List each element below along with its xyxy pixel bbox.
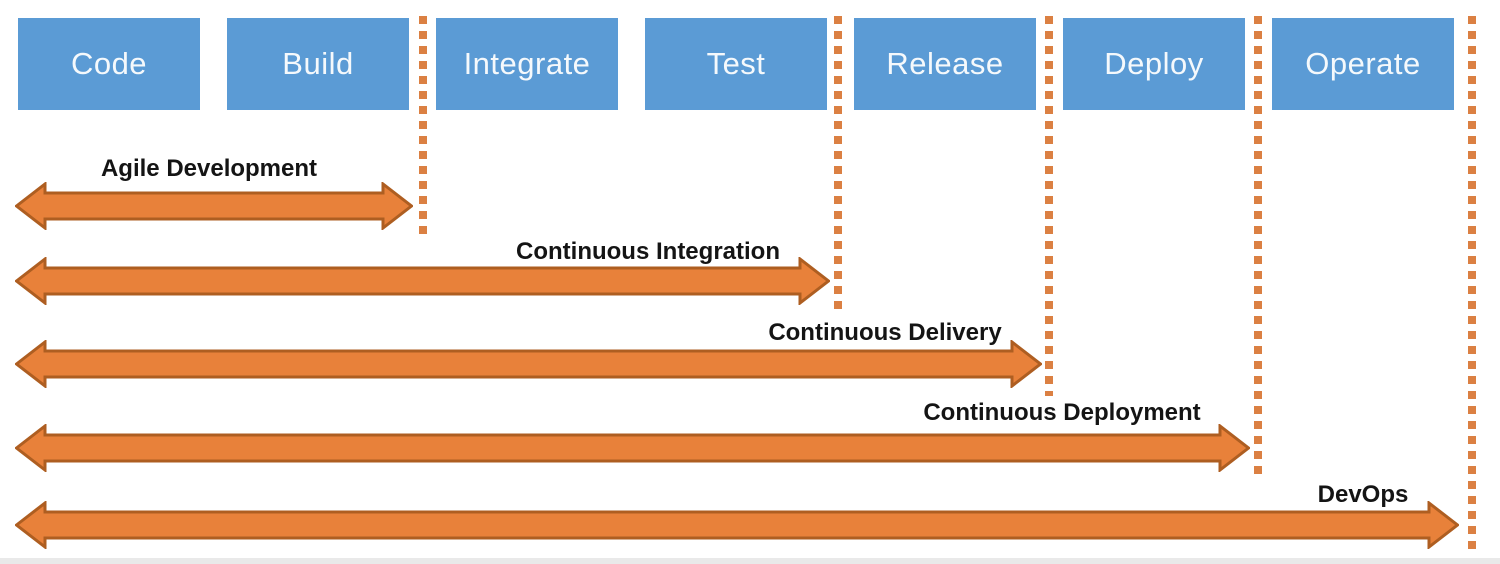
stage-box-deploy: Deploy — [1063, 18, 1245, 110]
stage-box-release: Release — [854, 18, 1036, 110]
stage-box-test: Test — [645, 18, 827, 110]
span-label-devops: DevOps — [1317, 481, 1409, 508]
span-label-continuous-integration: Continuous Integration — [516, 238, 780, 265]
stage-label-build: Build — [282, 46, 354, 81]
span-label-continuous-deployment: Continuous Deployment — [923, 399, 1201, 426]
stage-label-deploy: Deploy — [1104, 46, 1204, 81]
stage-box-integrate: Integrate — [436, 18, 618, 110]
span-label-agile-development: Agile Development — [100, 155, 318, 182]
boundary-line-after-deploy — [1254, 16, 1262, 474]
stage-label-test: Test — [706, 46, 766, 81]
bottom-edge-strip — [0, 558, 1500, 564]
stage-box-operate: Operate — [1272, 18, 1454, 110]
stage-label-release: Release — [886, 46, 1004, 81]
continuous-integration-double-arrow — [15, 257, 830, 305]
boundary-line-after-build — [419, 16, 427, 238]
boundary-line-after-operate — [1468, 16, 1476, 556]
span-label-continuous-delivery: Continuous Delivery — [768, 319, 1002, 346]
stage-label-operate: Operate — [1305, 46, 1421, 81]
boundary-line-after-test — [834, 16, 842, 316]
stage-label-code: Code — [70, 46, 148, 81]
continuous-delivery-double-arrow — [15, 340, 1042, 388]
boundary-line-after-release — [1045, 16, 1053, 396]
stage-box-build: Build — [227, 18, 409, 110]
devops-double-arrow — [15, 501, 1459, 549]
stage-label-integrate: Integrate — [463, 46, 591, 81]
continuous-deployment-double-arrow — [15, 424, 1250, 472]
agile-development-double-arrow — [15, 182, 413, 230]
stage-box-code: Code — [18, 18, 200, 110]
